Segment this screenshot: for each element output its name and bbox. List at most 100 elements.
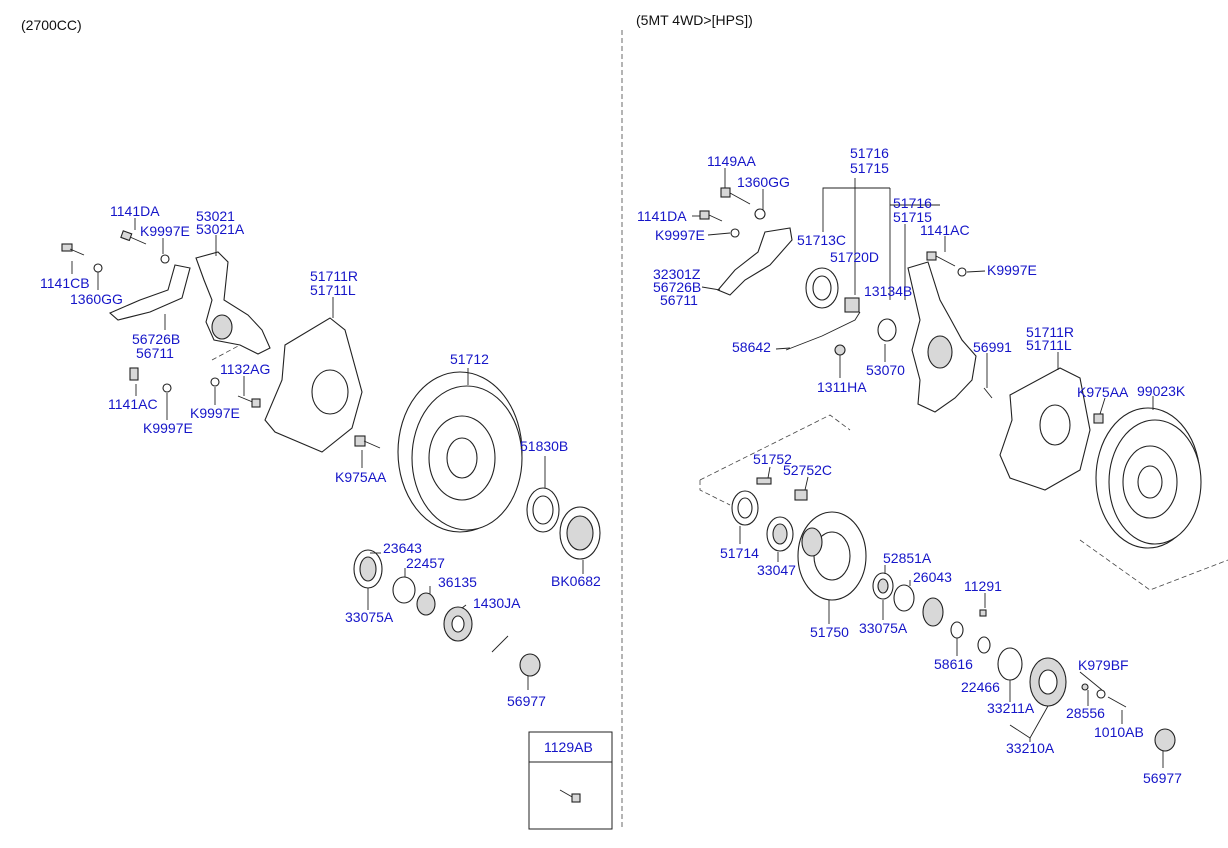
- label-1311HA: 1311HA: [817, 379, 867, 395]
- label-1430JA: 1430JA: [473, 595, 521, 611]
- label-51715-b: 51715: [893, 209, 932, 225]
- brake-rotor-right: [1095, 407, 1202, 549]
- lock-washer-26043: [922, 597, 944, 627]
- label-1149AA: 1149AA: [707, 153, 756, 169]
- label-1141CB: 1141CB: [40, 275, 90, 291]
- label-51712: 51712: [450, 351, 489, 367]
- bolt-1141AC: [129, 367, 139, 381]
- hub-51750: [797, 511, 867, 601]
- bolt-K975AA-right: [1093, 413, 1104, 424]
- label-51711L: 51711L: [310, 282, 356, 298]
- label-1360GG-right: 1360GG: [737, 174, 790, 190]
- label-51711L-right: 51711L: [1026, 337, 1072, 353]
- label-56726B: 56726B: [132, 331, 180, 347]
- label-BK0682: BK0682: [551, 573, 601, 589]
- label-13134B: 13134B: [864, 283, 912, 299]
- label-51750: 51750: [810, 624, 849, 640]
- washer-K9997E-top: [160, 254, 170, 264]
- label-23643: 23643: [383, 540, 422, 556]
- stud-56991: [983, 387, 993, 399]
- label-99023K: 99023K: [1137, 383, 1186, 399]
- label-K9997E-right: K9997E: [987, 262, 1037, 278]
- oil-seal-51830B: [526, 487, 560, 533]
- right-callouts: 1149AA 1360GG 51716 51715 1141DA K9997E …: [637, 145, 1186, 786]
- label-53021: 53021: [196, 208, 235, 224]
- label-51830B: 51830B: [520, 438, 568, 454]
- label-1141AC-right: 1141AC: [920, 222, 970, 238]
- label-51715-top: 51715: [850, 160, 889, 176]
- label-51716-top: 51716: [850, 145, 889, 161]
- label-51711R-right: 51711R: [1026, 324, 1074, 340]
- label-58642: 58642: [732, 339, 771, 355]
- washer-52851A: [893, 584, 915, 612]
- label-33210A: 33210A: [1006, 740, 1055, 756]
- gasket-33211A: [997, 647, 1023, 681]
- bolt-51752: [756, 477, 772, 485]
- washer-28556: [1081, 683, 1089, 691]
- left-assembly: [61, 218, 601, 690]
- label-53070: 53070: [866, 362, 905, 378]
- bearing-33075A-left: [353, 549, 383, 589]
- label-53021A: 53021A: [196, 221, 245, 237]
- steering-knuckle-left: [195, 251, 271, 355]
- label-58616: 58616: [934, 656, 973, 672]
- washer-53070: [877, 318, 897, 342]
- label-51714: 51714: [720, 545, 759, 561]
- bushing-51720D: [844, 297, 860, 313]
- steering-arm-left: [108, 264, 191, 321]
- right-variant-header: (5MT 4WD>[HPS]): [636, 12, 753, 28]
- label-32301Z: 32301Z: [653, 266, 701, 282]
- label-26043: 26043: [913, 569, 952, 585]
- label-K975AA: K975AA: [335, 469, 387, 485]
- screw-11291: [979, 609, 987, 617]
- label-36135: 36135: [438, 574, 477, 590]
- washer-K9997E-left: [730, 228, 740, 238]
- locking-hub-33210A: [1029, 657, 1067, 707]
- washer-22457: [392, 576, 416, 604]
- label-22457: 22457: [406, 555, 445, 571]
- washer-K9997E-a: [162, 383, 172, 393]
- label-56991: 56991: [973, 339, 1012, 355]
- bolt-1141DA-right: [699, 210, 723, 222]
- label-1141DA: 1141DA: [110, 203, 160, 219]
- label-1141AC: 1141AC: [108, 396, 158, 412]
- label-52851A: 52851A: [883, 550, 932, 566]
- seal-51714: [731, 490, 759, 526]
- label-51711R: 51711R: [310, 268, 358, 284]
- brake-hose-58642: [785, 311, 861, 351]
- label-33075A-right: 33075A: [859, 620, 908, 636]
- inset-box-1129AB: 1129AB: [528, 731, 613, 830]
- cotter-pin: [491, 635, 509, 653]
- label-51720D: 51720D: [830, 249, 879, 265]
- label-1010AB: 1010AB: [1094, 724, 1144, 740]
- bolt-1141DA: [120, 230, 147, 245]
- brake-rotor-left: [397, 371, 523, 533]
- label-33075A: 33075A: [345, 609, 394, 625]
- label-51713C: 51713C: [797, 232, 846, 248]
- label-22466: 22466: [961, 679, 1000, 695]
- right-assembly: [692, 168, 1228, 768]
- bolt-1141CB: [61, 243, 85, 256]
- label-33047: 33047: [757, 562, 796, 578]
- label-K9997E-a: K9997E: [190, 405, 240, 421]
- lock-cap-1430JA: [443, 606, 473, 642]
- label-56711-right: 56711: [660, 292, 698, 308]
- left-variant-header: (2700CC): [21, 17, 82, 33]
- label-52752C: 52752C: [783, 462, 832, 478]
- bolt-1132AG: [237, 395, 261, 408]
- snap-ring-22466: [977, 636, 991, 654]
- hub-cap-56977-right: [1154, 728, 1176, 752]
- washer-1360GG-right: [754, 208, 766, 220]
- label-1360GG: 1360GG: [70, 291, 123, 307]
- nut-36135: [416, 592, 436, 616]
- seal-51713C: [805, 267, 839, 309]
- label-K9997E-top: K9997E: [140, 223, 190, 239]
- label-51716-b: 51716: [893, 195, 932, 211]
- washer-K9997E-right: [957, 267, 967, 277]
- bearing-33075A-right: [872, 572, 894, 600]
- inset-box-title: 1129AB: [544, 739, 593, 755]
- label-1132AG: 1132AG: [220, 361, 270, 377]
- label-1141DA-right: 1141DA: [637, 208, 687, 224]
